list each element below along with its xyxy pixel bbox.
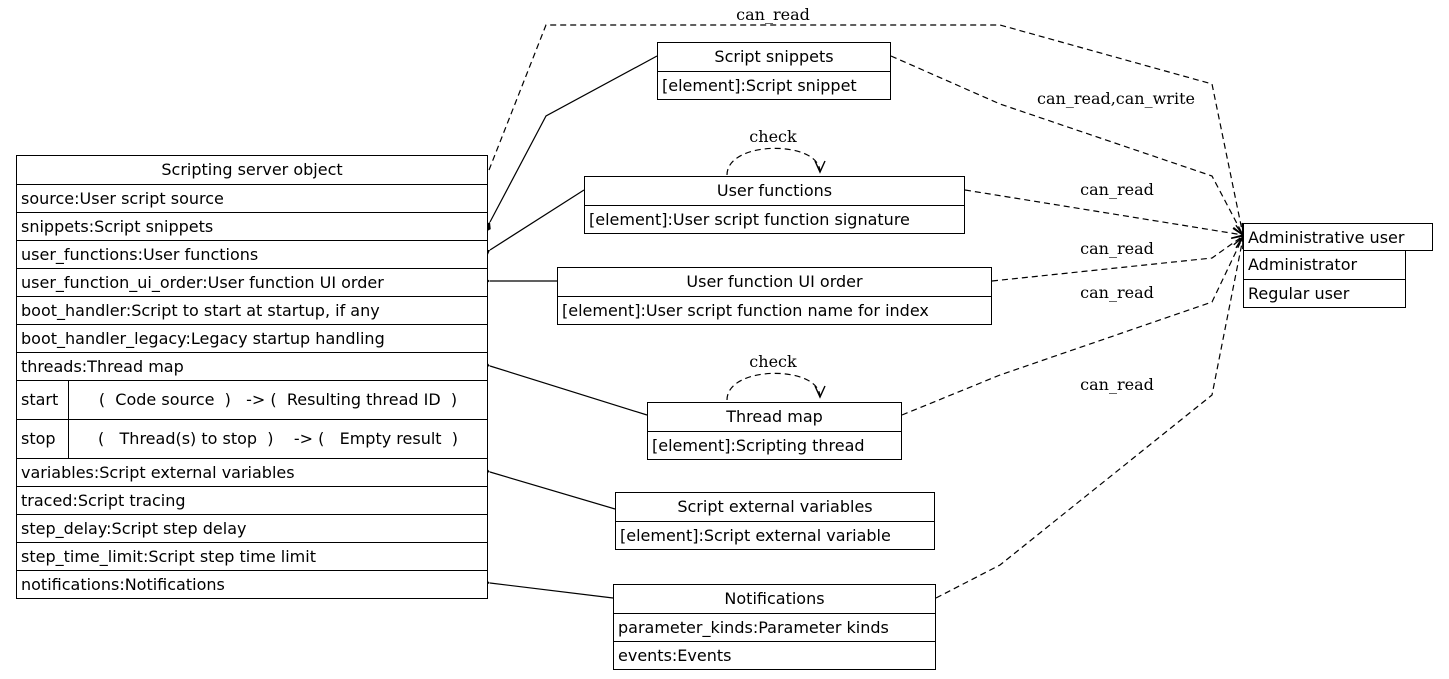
scripting-server-object-box: Scripting server object source:User scri… [16,155,488,599]
attr-variables: variables:Script external variables [17,458,487,486]
notifications-events: events:Events [614,641,935,669]
label-snippets-access: can_read,can_write [1037,89,1195,108]
label-threadmap-access: can_read [1080,283,1154,302]
method-start-name: start [17,381,69,419]
attr-step-delay: step_delay:Script step delay [17,514,487,542]
thread-map-element: [element]:Scripting thread [648,431,901,459]
attr-source: source:User script source [17,184,487,212]
edge-threads [478,360,648,416]
script-snippets-element: [element]:Script snippet [658,71,890,99]
method-start-signature: ( Code source ) -> ( Resulting thread ID… [98,390,458,409]
label-notifications-access: can_read [1080,375,1154,394]
notifications-parameter-kinds: parameter_kinds:Parameter kinds [614,613,935,641]
role-regular-user: Regular user [1244,279,1405,307]
script-snippets-title: Script snippets [714,47,834,66]
edge-threadmap-to-roles [901,235,1244,416]
edge-uiorder-to-roles [991,235,1245,282]
attr-threads: threads:Thread map [17,352,487,380]
edge-user-functions [479,189,585,257]
roles-list-box: Administrator Regular user [1243,250,1406,308]
attr-boot-handler-legacy: boot_handler_legacy:Legacy startup handl… [17,324,487,352]
attr-user-functions: user_functions:User functions [17,240,487,268]
edge-notifications [478,578,614,599]
label-threadmap-check: check [749,352,797,371]
edge-snippets-to-roles [890,55,1244,237]
label-userfunctions-access: can_read [1080,180,1154,199]
edge-notifications-to-roles [935,236,1247,599]
attr-traced: traced:Script tracing [17,486,487,514]
script-snippets-box: Script snippets [element]:Script snippet [657,42,891,100]
edge-variables [478,466,616,510]
user-function-ui-order-title: User function UI order [686,272,863,291]
label-main-can-read: can_read [736,5,810,24]
user-function-ui-order-element: [element]:User script function name for … [558,296,991,324]
roles-group: Administrative user Administrator Regula… [1243,223,1433,308]
attr-user-function-ui-order: user_function_ui_order:User function UI … [17,268,487,296]
label-userfunctions-check: check [749,127,797,146]
method-stop: stop ( Thread(s) to stop ) -> ( Empty re… [17,419,487,458]
user-functions-element: [element]:User script function signature [585,205,964,233]
scripting-server-object-title: Scripting server object [161,160,343,179]
script-external-variables-element: [element]:Script external variable [616,521,934,549]
thread-map-box: Thread map [element]:Scripting thread [647,402,902,460]
administrative-user-box: Administrative user [1243,223,1433,251]
edge-main-to-roles [488,24,1247,237]
administrative-user-label: Administrative user [1248,228,1405,247]
thread-map-title: Thread map [726,407,823,426]
role-administrator: Administrator [1248,255,1358,274]
edge-snippets [483,55,658,233]
attr-step-time-limit: step_time_limit:Script step time limit [17,542,487,570]
user-functions-box: User functions [element]:User script fun… [584,176,965,234]
attr-snippets: snippets:Script snippets [17,212,487,240]
notifications-box: Notifications parameter_kinds:Parameter … [613,584,936,670]
method-stop-name: stop [17,420,69,458]
attr-notifications: notifications:Notifications [17,570,487,598]
attr-boot-handler: boot_handler:Script to start at startup,… [17,296,487,324]
method-start: start ( Code source ) -> ( Resulting thr… [17,380,487,419]
edge-userfunctions-self [726,147,826,176]
edge-userfunctions-to-roles [964,189,1245,239]
label-uiorder-access: can_read [1080,239,1154,258]
edge-threadmap-self [726,372,826,401]
script-external-variables-box: Script external variables [element]:Scri… [615,492,935,550]
script-external-variables-title: Script external variables [677,497,873,516]
notifications-title: Notifications [724,589,825,608]
method-stop-signature: ( Thread(s) to stop ) -> ( Empty result … [98,429,458,448]
user-functions-title: User functions [716,181,833,200]
user-function-ui-order-box: User function UI order [element]:User sc… [557,267,992,325]
